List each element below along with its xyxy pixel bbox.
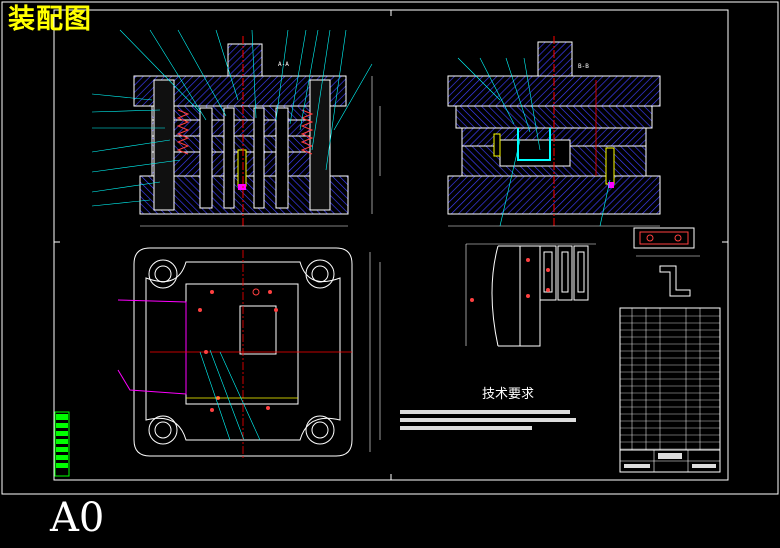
tech-requirements-title: 技术要求: [482, 387, 535, 402]
sheet-size-label: A0: [50, 495, 105, 541]
plan-view: [117, 247, 381, 460]
strip-layout: [465, 243, 596, 347]
margin-strip: [54, 411, 70, 477]
title-block: [619, 307, 721, 473]
tech-notes: [400, 410, 576, 430]
drawing-title: 装配图: [8, 4, 92, 35]
section-label-b: B-B: [578, 63, 589, 70]
side-section-view: [447, 36, 661, 227]
section-label-a: A-A: [278, 61, 289, 68]
drawing-frame: [1, 1, 779, 495]
part-drawing: [633, 227, 700, 297]
front-section-view: [91, 29, 381, 227]
